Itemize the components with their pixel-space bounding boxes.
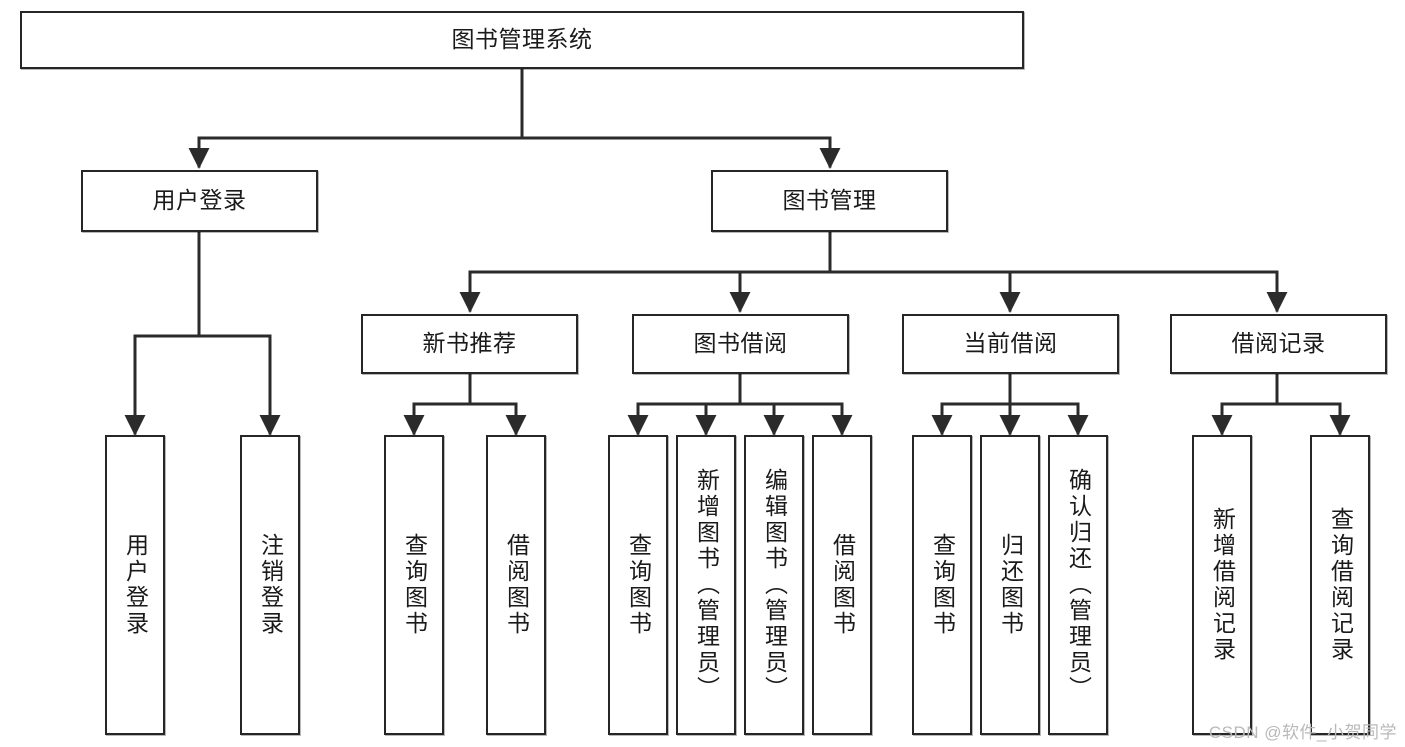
node-current-borrow-label: 当前借阅 [963, 330, 1058, 357]
node-leaf-return-book[interactable]: 归还图书 [980, 435, 1040, 735]
node-leaf-query-book-1-label: 查询图书 [401, 533, 428, 637]
node-leaf-confirm-return[interactable]: 确认归还（管理员） [1048, 435, 1108, 735]
node-leaf-query-book-1[interactable]: 查询图书 [384, 435, 444, 735]
node-leaf-query-book-3-label: 查询图书 [929, 533, 956, 637]
node-leaf-logout-label: 注销登录 [257, 533, 284, 637]
node-leaf-query-book-3[interactable]: 查询图书 [912, 435, 972, 735]
node-leaf-user-login-label: 用户登录 [122, 533, 149, 637]
node-leaf-borrow-book-1-label: 借阅图书 [503, 533, 530, 637]
node-leaf-borrow-book-1[interactable]: 借阅图书 [486, 435, 546, 735]
node-leaf-confirm-return-label: 确认归还（管理员） [1065, 468, 1092, 702]
node-borrow-record[interactable]: 借阅记录 [1170, 314, 1387, 374]
node-current-borrow[interactable]: 当前借阅 [902, 314, 1119, 374]
node-new-book-rec[interactable]: 新书推荐 [361, 314, 578, 374]
node-leaf-edit-book[interactable]: 编辑图书（管理员） [744, 435, 804, 735]
node-book-manage-label: 图书管理 [782, 187, 877, 214]
node-leaf-query-record-label: 查询借阅记录 [1327, 507, 1354, 663]
node-root-label: 图书管理系统 [451, 26, 593, 53]
node-user-login[interactable]: 用户登录 [81, 170, 318, 232]
node-leaf-add-book[interactable]: 新增图书（管理员） [676, 435, 736, 735]
node-leaf-borrow-book-2-label: 借阅图书 [829, 533, 856, 637]
node-book-manage[interactable]: 图书管理 [711, 170, 948, 232]
node-root[interactable]: 图书管理系统 [20, 11, 1024, 69]
node-leaf-edit-book-label: 编辑图书（管理员） [761, 468, 788, 702]
node-leaf-add-record-label: 新增借阅记录 [1209, 507, 1236, 663]
node-leaf-query-book-2-label: 查询图书 [625, 533, 652, 637]
node-new-book-rec-label: 新书推荐 [422, 330, 517, 357]
node-leaf-logout[interactable]: 注销登录 [240, 435, 300, 735]
node-book-borrow[interactable]: 图书借阅 [632, 314, 849, 374]
node-leaf-query-book-2[interactable]: 查询图书 [608, 435, 668, 735]
node-leaf-add-record[interactable]: 新增借阅记录 [1192, 435, 1252, 735]
node-leaf-add-book-label: 新增图书（管理员） [693, 468, 720, 702]
node-book-borrow-label: 图书借阅 [693, 330, 788, 357]
node-leaf-query-record[interactable]: 查询借阅记录 [1310, 435, 1370, 735]
node-leaf-borrow-book-2[interactable]: 借阅图书 [812, 435, 872, 735]
node-leaf-user-login[interactable]: 用户登录 [105, 435, 165, 735]
node-user-login-label: 用户登录 [152, 187, 247, 214]
node-borrow-record-label: 借阅记录 [1231, 330, 1326, 357]
node-leaf-return-book-label: 归还图书 [997, 533, 1024, 637]
